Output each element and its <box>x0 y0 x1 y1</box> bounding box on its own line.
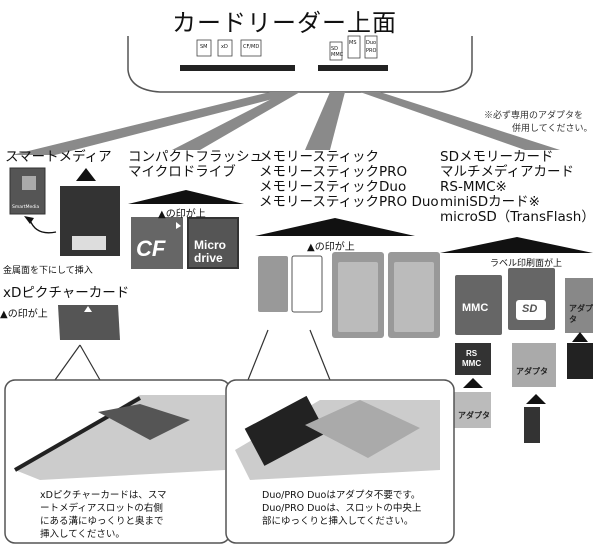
ms-title-2: メモリースティックPRO <box>259 164 408 180</box>
slot-sd <box>329 41 343 61</box>
sd-title-2: マルチメディアカード <box>440 164 575 180</box>
caption-left-2: ートメディアスロットの右側 <box>40 503 163 514</box>
sd-title-5: microSD（TransFlash） <box>440 209 593 225</box>
microdrive-logo-1: Micro <box>194 238 227 252</box>
xd-sub: ▲の印が上 <box>0 309 48 320</box>
rsmmc-adapter-label: アダプタ <box>458 411 490 420</box>
adapter-note-1: ※必ず専用のアダプタを <box>484 111 584 121</box>
caption-mid-1: Duo/PRO Duoはアダプタ不要です。 <box>262 490 421 501</box>
callout-duo <box>247 329 331 381</box>
caption-left-4: 挿入してください。 <box>40 529 125 540</box>
sd-logo: SD <box>522 303 538 315</box>
reader-body <box>127 36 473 93</box>
adapter-note-2: 併用してください。 <box>512 124 593 134</box>
slot-label-cf: CF/MD <box>243 44 260 50</box>
beam-right <box>360 92 560 150</box>
beam-left <box>12 92 300 155</box>
cf-logo: CF <box>136 236 166 261</box>
slot-label-sm: SM <box>200 44 208 50</box>
smartmedia-card <box>9 167 46 215</box>
slot-duo <box>364 35 378 59</box>
xd-insert <box>98 404 190 440</box>
sd-title-4: miniSDカード※ <box>440 194 540 210</box>
caption-left-3: にある溝にゆっくりと奥まで <box>40 516 164 527</box>
mmc-logo: MMC <box>462 302 489 314</box>
slot-sm <box>196 39 212 57</box>
slot-label-sd: SD <box>331 46 339 52</box>
microdrive-logo-2: drive <box>194 251 223 265</box>
sd-triangle <box>440 237 593 253</box>
sd-adapter-label: アダプタ <box>569 304 593 324</box>
minisd-adapter-label: アダプタ <box>516 367 548 376</box>
sd-title-1: SDメモリーカード <box>440 149 554 165</box>
rsmmc-logo-1: RS <box>466 349 478 358</box>
minisd-card <box>512 343 556 387</box>
ms-duo-1 <box>258 256 288 312</box>
slot-label-mmc: MMC <box>331 52 344 58</box>
compact-triangle <box>128 190 244 204</box>
beam-mid-left <box>172 92 300 150</box>
smartmedia-title: スマートメディア <box>5 149 112 165</box>
caption-mid-3: 部にゆっくりと挿入してください。 <box>262 516 414 527</box>
smartmedia-arrow <box>29 219 57 234</box>
minisd-adapter <box>565 278 593 333</box>
xd-title: xDピクチャーカード <box>3 285 130 301</box>
callout-xd <box>54 344 101 381</box>
ms-title-3: メモリースティックDuo <box>259 179 407 195</box>
xd-card <box>58 305 120 340</box>
slot-cf <box>240 39 262 57</box>
slot-label-duo: Duo <box>366 40 377 46</box>
cf-card <box>131 217 183 269</box>
ms-title-4: メモリースティックPRO Duo <box>259 194 439 210</box>
sd-sub: ラベル印刷面が上 <box>490 259 563 269</box>
compact-title-2: マイクロドライブ <box>128 164 236 180</box>
slot-label-ms: MS <box>349 40 357 46</box>
compact-sub: ▲の印が上 <box>158 209 206 220</box>
mmc-card <box>455 275 502 335</box>
slot-xd <box>217 39 233 57</box>
sd-card <box>508 268 555 330</box>
rsmmc-logo-2: MMC <box>462 359 482 368</box>
caption-mid-2: Duo/PRO Duoは、スロットの中央上 <box>262 503 422 514</box>
rsmmc-adapter <box>453 392 491 428</box>
caption-left-1: xDピクチャーカードは、スマ <box>40 490 167 501</box>
sm-triangle <box>76 168 96 181</box>
slot-strip-right <box>318 65 388 71</box>
ms-triangle <box>255 218 415 236</box>
sd-title-3: RS-MMC※ <box>440 179 507 195</box>
microsd-card <box>567 343 593 379</box>
slot-label-pro: PRO <box>366 48 377 54</box>
ms-duo-2 <box>291 255 323 313</box>
page-title: カードリーダー上面 <box>172 9 397 37</box>
ms-title-1: メモリースティック <box>259 149 380 165</box>
slot-strip-left <box>180 65 295 71</box>
slot-ms <box>347 35 361 59</box>
beam-mid <box>305 92 345 150</box>
rsmmc-card <box>455 343 491 375</box>
ms-sub: ▲の印が上 <box>307 242 355 253</box>
smartmedia-logo: SmartMedia <box>12 205 40 210</box>
duo-insert <box>305 400 420 458</box>
compact-title-1: コンパクトフラッシュ <box>128 149 263 165</box>
microsd-adapter <box>524 407 540 443</box>
smartmedia-sub: 金属面を下にして挿入 <box>3 266 93 276</box>
slot-label-xd: xD <box>221 44 228 50</box>
